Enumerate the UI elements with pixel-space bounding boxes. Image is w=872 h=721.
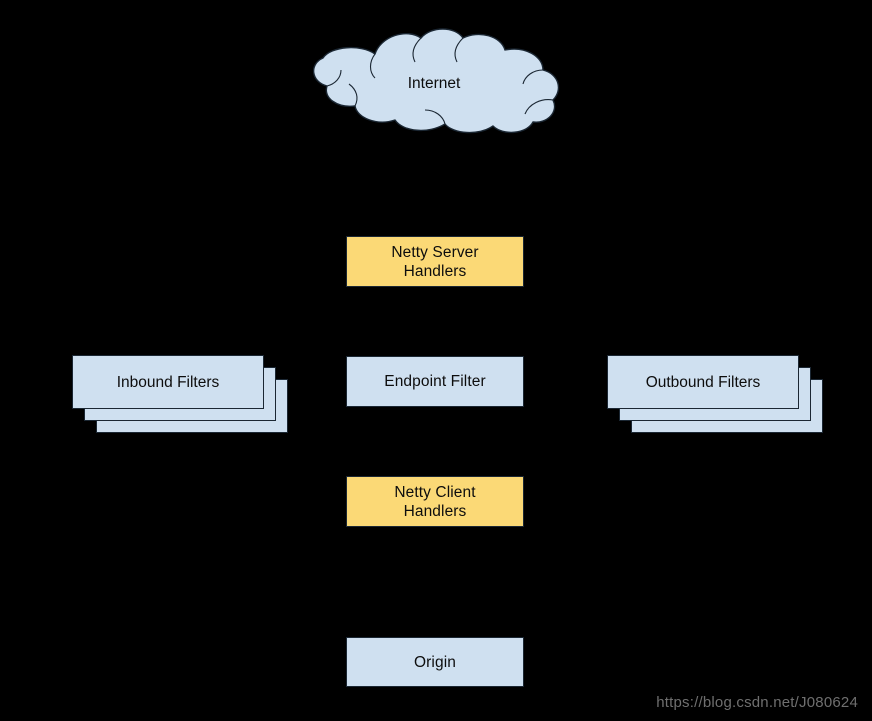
internet-cloud-label: Internet bbox=[407, 75, 461, 92]
origin-box[interactable]: Origin bbox=[346, 637, 524, 687]
internet-cloud-node[interactable]: Internet bbox=[303, 28, 565, 136]
outbound-filters-box[interactable]: Outbound Filters bbox=[607, 355, 799, 409]
inbound-filters-box[interactable]: Inbound Filters bbox=[72, 355, 264, 409]
outbound-filters-stack[interactable]: Outbound Filters bbox=[607, 355, 835, 435]
inbound-filters-stack[interactable]: Inbound Filters bbox=[72, 355, 300, 435]
endpoint-filter-box[interactable]: Endpoint Filter bbox=[346, 356, 524, 407]
cloud-icon bbox=[313, 28, 560, 134]
netty-client-handlers-box[interactable]: Netty Client Handlers bbox=[346, 476, 524, 527]
netty-server-handlers-box[interactable]: Netty Server Handlers bbox=[346, 236, 524, 287]
watermark-text: https://blog.csdn.net/J080624 bbox=[656, 694, 858, 711]
